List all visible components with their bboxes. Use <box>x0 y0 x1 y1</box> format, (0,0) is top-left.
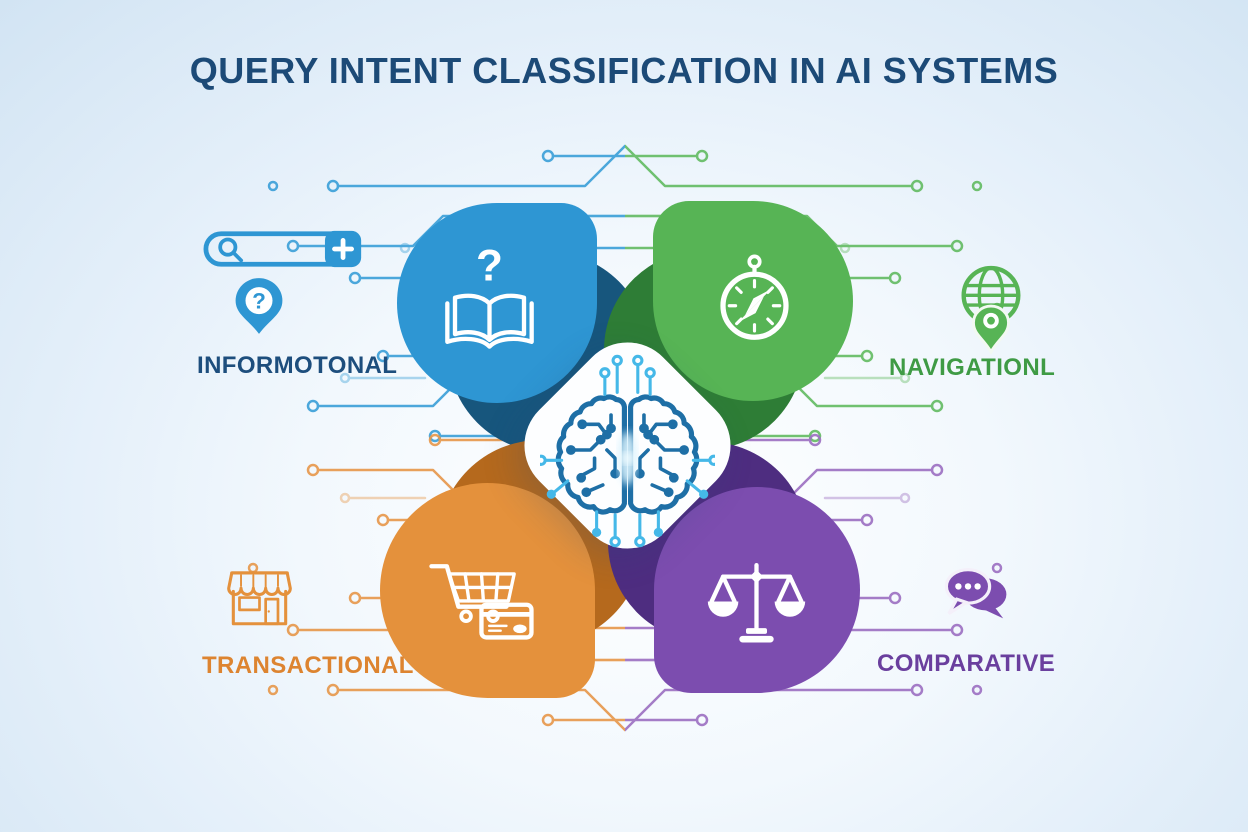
chat-bubbles-icon <box>944 568 1007 619</box>
question-location-pin-icon: ? <box>235 278 283 334</box>
transactional-label: TRANSACTIONAL <box>202 652 414 679</box>
comparative-label: COMPARATIVE <box>877 650 1056 677</box>
circuit-brain-icon <box>540 354 715 548</box>
open-book-question-icon: ? <box>445 241 534 349</box>
globe-location-pin-icon <box>961 265 1021 355</box>
storefront-icon <box>227 571 292 626</box>
balance-scales-icon <box>707 563 806 643</box>
informational-label: INFORMOTONAL <box>197 352 398 379</box>
shopping-cart-credit-card-icon <box>429 564 534 640</box>
compass-icon <box>720 254 789 340</box>
search-bar-icon <box>203 230 362 268</box>
svg-text:?: ? <box>252 289 266 314</box>
svg-text:?: ? <box>476 241 503 290</box>
navigational-label: NAVIGATIONL <box>889 354 1056 381</box>
page-title: QUERY INTENT CLASSIFICATION IN AI SYSTEM… <box>189 50 1059 91</box>
informational-circle <box>397 203 597 403</box>
transactional-circle <box>380 483 595 698</box>
